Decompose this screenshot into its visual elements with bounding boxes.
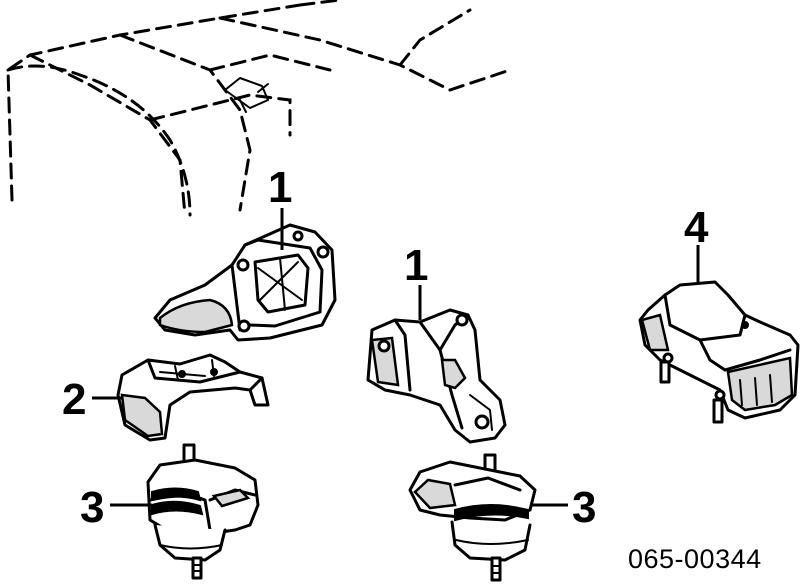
- diagram-code: 065-00344: [628, 544, 762, 574]
- engine-outline: [6, 0, 512, 217]
- callout-rear-mount: 4: [684, 203, 709, 252]
- left-engine-bracket: [153, 223, 337, 342]
- right-engine-mount: [408, 453, 537, 582]
- callout-left-plate: 2: [62, 375, 86, 424]
- callout-right-mount: 3: [572, 483, 596, 532]
- callout-left-mount: 3: [80, 483, 104, 532]
- rear-engine-mount: [638, 280, 800, 424]
- leader-lines: [92, 208, 700, 507]
- left-engine-mount: [146, 443, 260, 580]
- center-engine-bracket: [366, 308, 507, 444]
- left-mount-plate: [116, 353, 270, 442]
- callout-left-bracket: 1: [268, 163, 292, 212]
- callout-center-bracket: 1: [404, 241, 428, 290]
